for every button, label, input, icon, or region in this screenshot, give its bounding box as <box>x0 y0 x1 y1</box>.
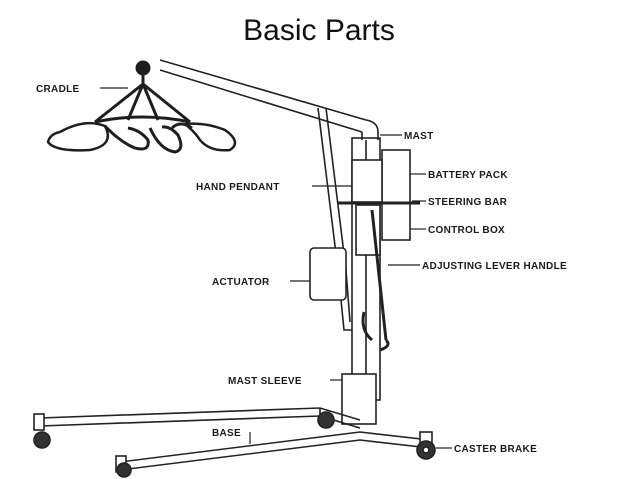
label-base: BASE <box>212 428 241 439</box>
actuator-body <box>309 247 347 301</box>
label-battery-pack: BATTERY PACK <box>428 170 508 181</box>
actuator-rod <box>317 107 352 331</box>
adjusting-lever <box>361 209 390 352</box>
label-hand-pendant: HAND PENDANT <box>196 182 280 193</box>
label-mast: MAST <box>404 131 434 142</box>
caster-wheels <box>33 411 436 478</box>
control-unit <box>338 149 420 256</box>
label-caster-brake: CASTER BRAKE <box>454 444 537 455</box>
page-title: Basic Parts <box>243 14 395 47</box>
label-adjusting-lever-handle: ADJUSTING LEVER HANDLE <box>422 261 567 272</box>
label-actuator: ACTUATOR <box>212 277 270 288</box>
label-mast-sleeve: MAST SLEEVE <box>228 376 302 387</box>
label-cradle: CRADLE <box>36 84 79 95</box>
label-steering-bar: STEERING BAR <box>428 197 508 208</box>
label-control-box: CONTROL BOX <box>428 225 505 236</box>
cradle-illustration <box>46 60 237 154</box>
boom-arm <box>159 59 379 140</box>
base-frame <box>39 407 431 471</box>
leader-lines <box>100 87 452 449</box>
